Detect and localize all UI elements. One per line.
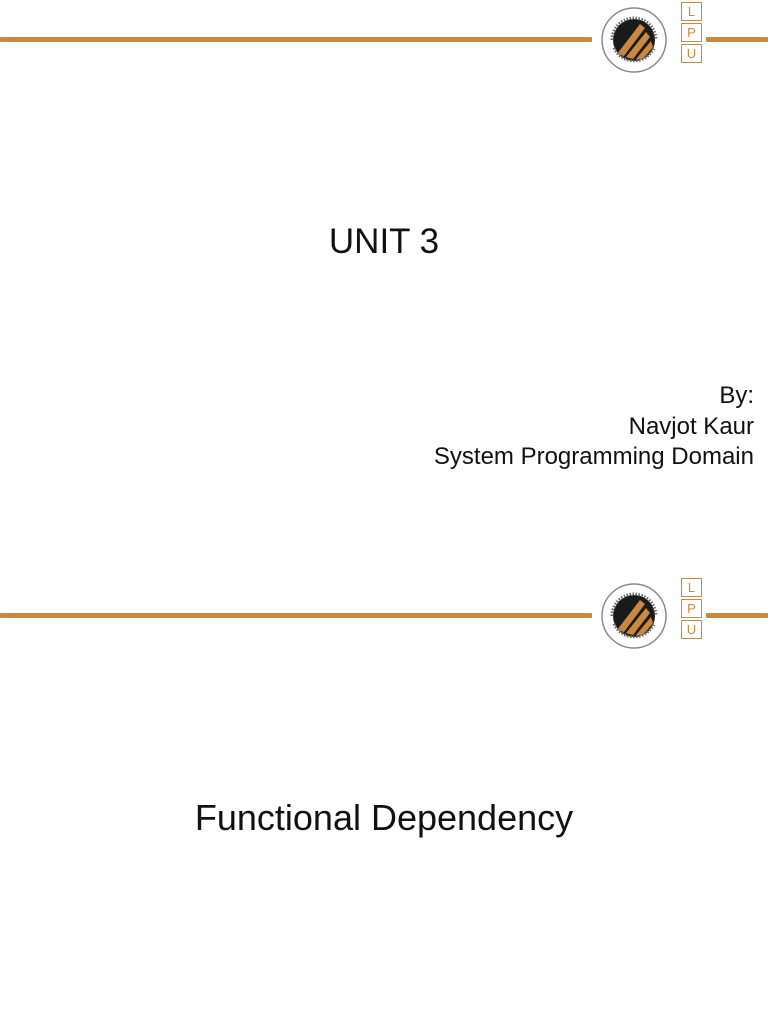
header-rule-right (706, 613, 768, 618)
slide-title: Functional Dependency (194, 797, 574, 838)
lpu-letter-u: U (681, 44, 702, 63)
header-rule-right (706, 37, 768, 42)
byline-author: Navjot Kaur (628, 412, 754, 440)
header-rule-left (0, 613, 592, 618)
slide-unit-3: L P U UNIT 3 By: Navjot Kaur System Prog… (0, 2, 768, 473)
lpu-letter-u: U (681, 620, 702, 639)
lpu-seal-logo (601, 583, 667, 649)
lpu-letter-stack: L P U (681, 578, 702, 641)
lpu-letter-p: P (681, 23, 702, 42)
lpu-seal-logo (601, 7, 667, 73)
byline: By: Navjot Kaur System Programming Domai… (434, 381, 754, 473)
header-rule-left (0, 37, 592, 42)
slide-functional-dependency: L P U Functional Dependency (0, 576, 768, 1024)
byline-domain: System Programming Domain (433, 443, 754, 470)
lpu-letter-p: P (681, 599, 702, 618)
lpu-letter-l: L (681, 578, 702, 597)
lpu-letter-stack: L P U (681, 2, 702, 65)
lpu-letter-l: L (681, 2, 702, 21)
byline-by: By: (719, 382, 754, 409)
slide-title: UNIT 3 (328, 222, 440, 261)
